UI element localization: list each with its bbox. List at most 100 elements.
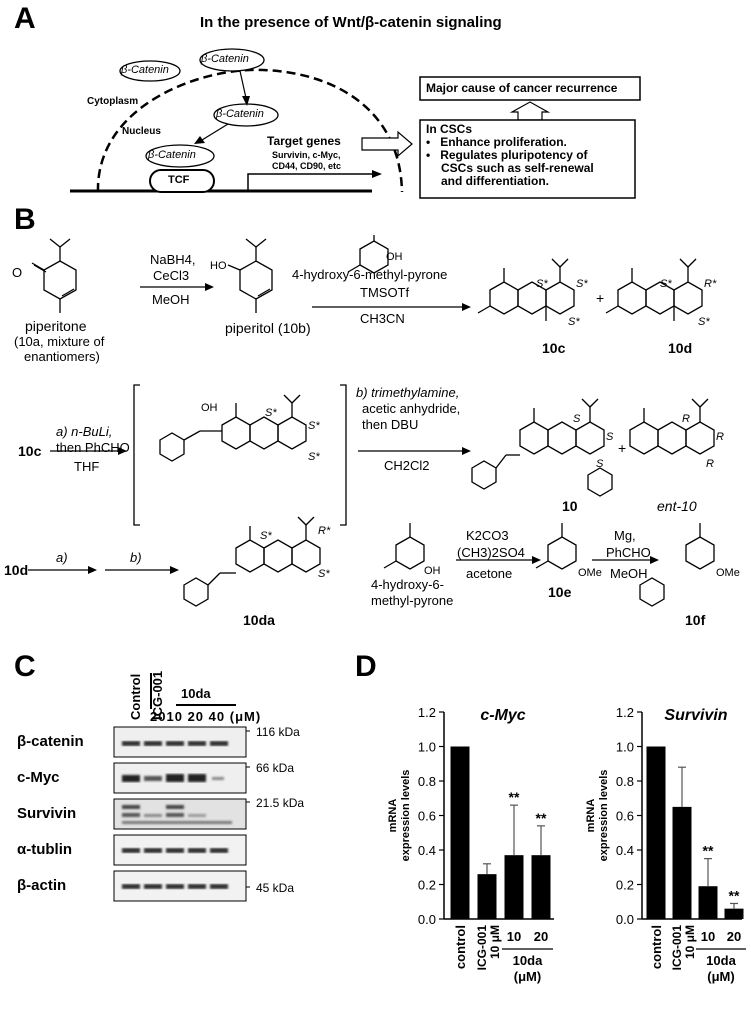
pyrone-reagent-name: 4-hydroxy-6-methyl-pyrone	[292, 267, 448, 282]
10da-cyclohexane	[291, 539, 321, 573]
step-b-line1: b) trimethylamine,	[356, 385, 460, 400]
synthesis-scheme	[28, 235, 715, 607]
panel-b-label: B	[14, 203, 36, 236]
ent10-pyrone	[629, 421, 659, 455]
reagent-k2co3: K2CO3	[466, 528, 509, 543]
csc-bullet-2: • Regulates pluripotency of	[426, 148, 588, 162]
10c-stereo-3: S*	[568, 316, 580, 328]
significance-label: **	[509, 789, 520, 805]
nucleus-label: Nucleus	[122, 126, 161, 137]
x-label-dose: 20	[534, 929, 548, 944]
marker-116: 116 kDa	[256, 725, 300, 739]
y-tick-label: 0.2	[616, 878, 634, 893]
10-pyran	[547, 421, 577, 455]
bar	[531, 855, 551, 919]
compound-10f: 10f	[685, 612, 706, 628]
bcat-label-4: β-Catenin	[148, 149, 196, 161]
intermediate-pyrone	[221, 416, 251, 450]
step-b-line2: acetic anhydride,	[362, 401, 461, 416]
cause-text: Major cause of cancer recurrence	[426, 81, 618, 95]
step-b-line3: then DBU	[362, 417, 419, 432]
10c-pyrone	[489, 281, 519, 315]
piperitone-name: piperitone	[25, 318, 87, 334]
marker-45: 45 kDa	[256, 881, 295, 895]
piperitone-ring	[43, 260, 77, 300]
ent10-stereo-1: R	[682, 413, 690, 425]
10c-cyclohexane	[545, 281, 575, 315]
row2-start-10c: 10c	[18, 443, 42, 459]
significance-label: **	[703, 843, 714, 859]
significance-label: **	[729, 887, 740, 903]
10d-stereo-1: S*	[660, 278, 672, 290]
intermediate-stereo-1: S*	[265, 407, 277, 419]
row3-step-b: b)	[130, 550, 142, 565]
10d-cyclohexane	[673, 281, 703, 315]
piperitone-o: O	[12, 265, 23, 280]
x-group-unit: (μM)	[707, 969, 734, 984]
y-tick-label: 1.0	[616, 740, 634, 755]
pyrone-oh-top: OH	[386, 251, 403, 263]
lane-concentrations: 2010 20 40 (μM)	[150, 709, 262, 724]
chart-title: Survivin	[664, 707, 727, 724]
hollow-arrow-right	[361, 130, 413, 158]
piperitone-note-1: (10a, mixture of	[14, 334, 105, 349]
10-pyrone	[519, 421, 549, 455]
cause-box	[419, 76, 641, 101]
10-stereo-3: S	[596, 458, 604, 470]
blot-label-cmyc: c-Myc	[17, 769, 60, 786]
10c-stereo-2: S*	[576, 278, 588, 290]
intermediate-oh: OH	[201, 402, 218, 414]
target-genes-line1: Survivin, c-Myc,	[272, 150, 341, 160]
compound-10c: 10c	[542, 340, 566, 356]
piperitol-name: piperitol (10b)	[225, 320, 311, 336]
hollow-arrow-up	[509, 101, 551, 121]
panel-d-label: D	[355, 650, 377, 683]
compound-ent10: ent-10	[657, 498, 697, 514]
step-a-line2: then PhCHO	[56, 440, 130, 455]
csc-bullet-1: • Enhance proliferation.	[426, 135, 567, 149]
y-tick-label: 0.2	[418, 878, 436, 893]
bar	[504, 855, 524, 919]
nucleus-membrane	[96, 68, 404, 193]
blot-label-survivin: Survivin	[17, 805, 77, 822]
10da-pyran	[263, 539, 293, 573]
piperitol-ho: HO	[210, 260, 227, 272]
bcat-cytoplasm-2	[199, 48, 265, 72]
10-phenyl	[471, 460, 497, 490]
target-genes-line2: CD44, CD90, etc	[272, 161, 342, 171]
blot-label-tublin: α-tublin	[17, 841, 73, 858]
csc-box	[419, 119, 636, 199]
marker-21-5: 21.5 kDa	[256, 796, 305, 810]
chart-title: c-Myc	[480, 707, 525, 724]
tcf-box	[149, 169, 215, 193]
bcat-label-1: β-Catenin	[121, 64, 169, 76]
blot-survivin	[113, 798, 247, 830]
icg-separator	[150, 673, 152, 709]
10e-ring	[547, 536, 577, 570]
lane-control: Control	[128, 673, 143, 720]
marker-66: 66 kDa	[256, 761, 295, 775]
y-tick-label: 0.0	[616, 912, 634, 927]
significance-label: **	[536, 810, 547, 826]
y-tick-label: 0.8	[418, 774, 436, 789]
solvent-thf: THF	[74, 459, 100, 474]
target-genes-title: Target genes	[267, 134, 341, 148]
y-tick-label: 1.2	[616, 705, 634, 720]
10-cyclohexane	[575, 421, 605, 455]
10f-ring	[685, 536, 715, 570]
pyrone-name-2: methyl-pyrone	[371, 593, 454, 608]
tcf-label: TCF	[168, 174, 190, 186]
compound-10da: 10da	[243, 612, 275, 628]
blot-label-bactin: β-actin	[17, 877, 67, 894]
blot-tublin	[113, 834, 247, 866]
solvent-ch2cl2: CH2Cl2	[384, 458, 430, 473]
intermediate-stereo-3: S*	[308, 451, 320, 463]
reagent-me2so4: (CH3)2SO4	[457, 545, 525, 560]
group-10da-label: 10da	[181, 686, 211, 701]
10da-stereo-1: S*	[260, 530, 272, 542]
panel-a-label: A	[14, 2, 36, 35]
plus-1: +	[596, 290, 605, 306]
plus-2: +	[618, 440, 627, 456]
ent10-stereo-2: R	[716, 431, 724, 443]
